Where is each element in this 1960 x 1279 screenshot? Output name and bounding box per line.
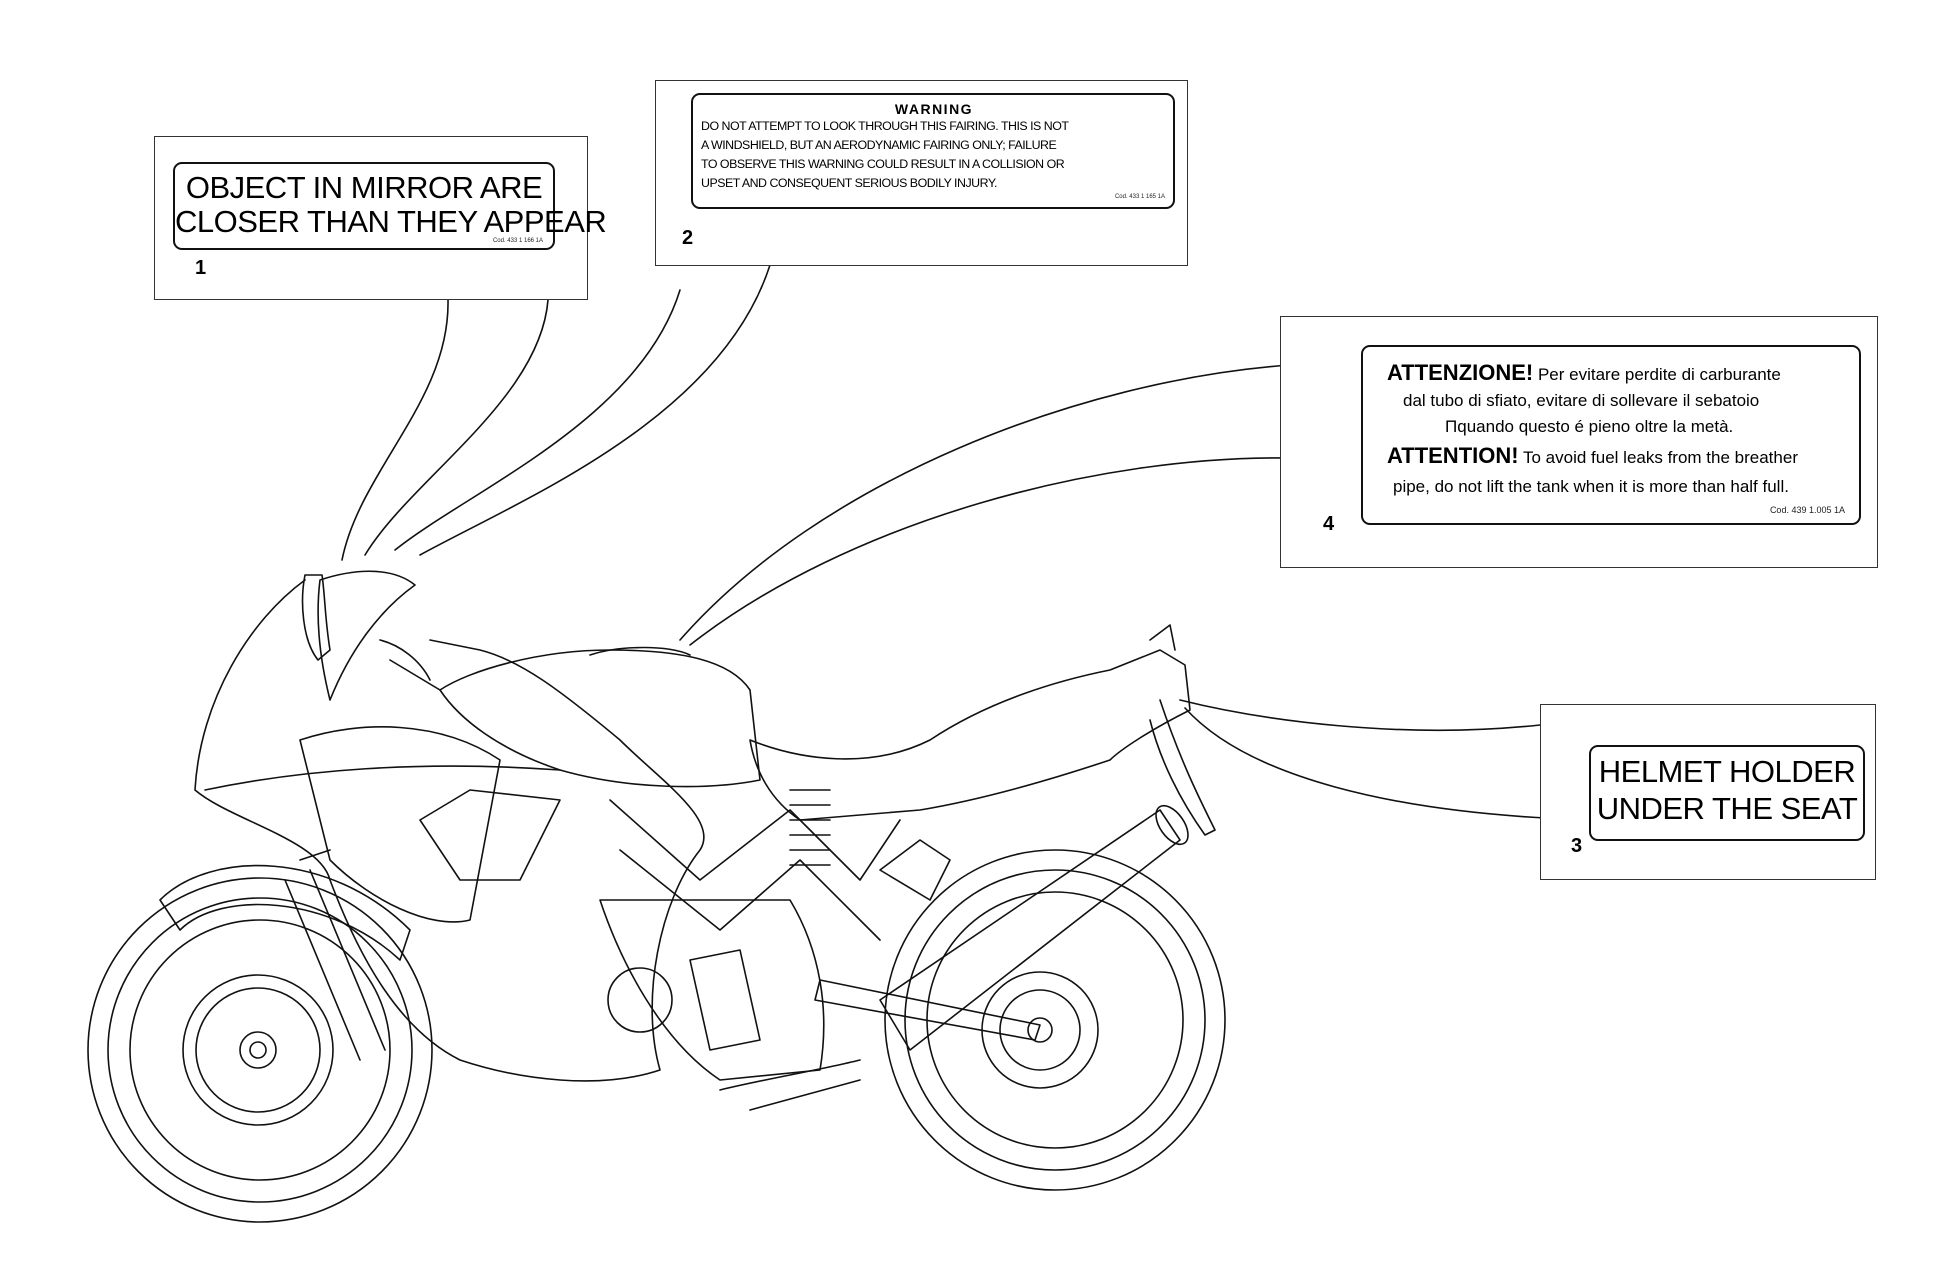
it-warning-title: ATTENZIONE! [1387,360,1534,385]
it-warning-line2: dal tubo di sfiato, evitare di sollevare… [1403,391,1760,410]
label-number-2: 2 [682,227,694,249]
leader-line-3b [1184,707,1546,819]
leader-line-4b [689,457,1291,646]
it-warning-line1-row: ATTENZIONE! Per evitare perdite di carbu… [1373,361,1851,387]
helmet-decal-line2: UNDER THE SEAT [1596,791,1858,826]
mirror-decal-code: Cod. 433 1 166 1A [492,238,543,244]
leader-line-4a [679,364,1291,641]
label-number-3: 3 [1571,835,1583,857]
exhaust [879,809,1181,1051]
label-panel-4: ATTENZIONE! Per evitare perdite di carbu… [1280,316,1878,568]
fairing-warning-heading: WARNING [894,101,974,117]
helmet-holder-decal: HELMET HOLDER UNDER THE SEAT [1589,745,1865,841]
label-panel-1: OBJECT IN MIRROR ARE CLOSER THAN THEY AP… [154,136,607,300]
fairing-warning-line3: TO OBSERVE THIS WARNING COULD RESULT IN … [701,157,1065,171]
fairing-outline [194,579,705,1082]
it-warning-line1: Per evitare perdite di carburante [1533,365,1781,384]
fuel-tank [439,649,761,788]
en-warning-line1-row: ATTENTION! To avoid fuel leaks from the … [1373,439,1851,475]
fuel-tank-warning-decal: ATTENZIONE! Per evitare perdite di carbu… [1361,345,1861,525]
fairing-warning-line4: UPSET AND CONSEQUENT SERIOUS BODILY INJU… [701,176,997,190]
en-warning-title: ATTENTION! [1387,443,1519,468]
en-warning-line2: pipe, do not lift the tank when it is mo… [1393,477,1789,496]
mirror [301,574,331,661]
helmet-decal-line1: HELMET HOLDER [1598,754,1856,789]
fuel-warning-code: Cod. 439 1.005 1A [1769,505,1845,515]
mirror-decal-line1: OBJECT IN MIRROR ARE [185,170,543,205]
front-wheel [87,877,433,1223]
fairing-warning-code: Cod. 433 1 165 1A [1114,194,1165,200]
mirror-decal-line2: CLOSER THAN THEY APPEAR [175,204,607,239]
seat [749,649,1191,821]
label-number-1: 1 [195,257,207,279]
rear-wheel [884,849,1226,1191]
mirror-warning-decal: OBJECT IN MIRROR ARE CLOSER THAN THEY AP… [173,162,607,250]
label-panel-3: HELMET HOLDER UNDER THE SEAT 3 [1540,704,1876,880]
leader-line-3a [1179,699,1541,732]
leader-line-1b [364,299,549,556]
leader-line-2a [394,289,681,551]
fairing-warning-line1: DO NOT ATTEMPT TO LOOK THROUGH THIS FAIR… [701,119,1069,133]
label-panel-2: WARNING DO NOT ATTEMPT TO LOOK THROUGH T… [655,80,1188,266]
it-warning-line3: Πquando questo é pieno oltre la metà. [1445,417,1734,436]
fairing-warning-decal: WARNING DO NOT ATTEMPT TO LOOK THROUGH T… [691,93,1175,209]
label-number-4: 4 [1323,513,1335,535]
leader-line-1a [341,299,449,561]
en-warning-line1: To avoid fuel leaks from the breather [1518,448,1798,467]
fairing-warning-line2: A WINDSHIELD, BUT AN AERODYNAMIC FAIRING… [701,138,1057,152]
leader-line-2b [419,264,771,556]
